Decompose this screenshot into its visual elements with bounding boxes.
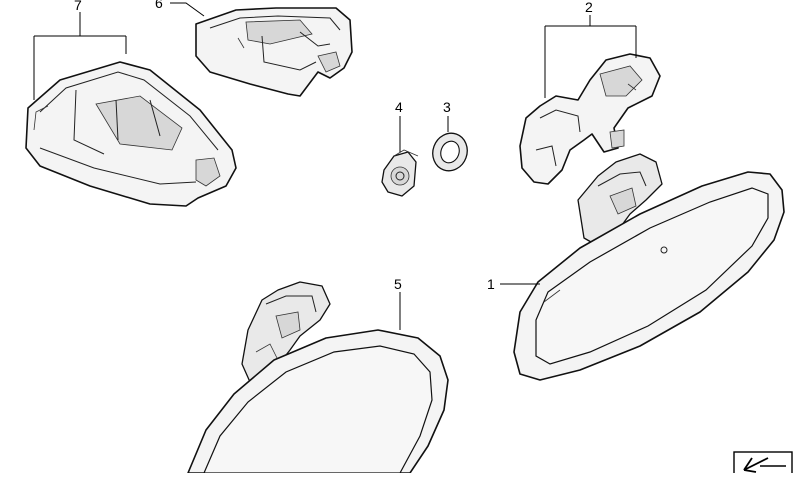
part-4-clip [381,149,419,197]
leader-6 [170,2,205,17]
callout-3: 3 [443,99,451,115]
part-2-bracket [519,53,661,185]
callout-labels: 7 6 4 3 2 1 5 [74,0,593,292]
leader-2 [544,15,637,98]
callout-4: 4 [395,99,403,115]
callout-2: 2 [585,0,593,15]
corner-logo [733,451,793,478]
part-3-seal-ring [432,132,468,172]
part-5-mirror [187,281,449,474]
callout-1: 1 [487,276,495,292]
part-6-small-cover [195,7,353,97]
leader-7 [33,12,127,100]
part-1-rear-view-mirror [513,153,785,381]
callout-6: 6 [155,0,163,11]
callout-5: 5 [394,276,402,292]
callout-7: 7 [74,0,82,13]
part-7-mirror-cover [25,61,237,207]
leader-lines [33,2,637,330]
